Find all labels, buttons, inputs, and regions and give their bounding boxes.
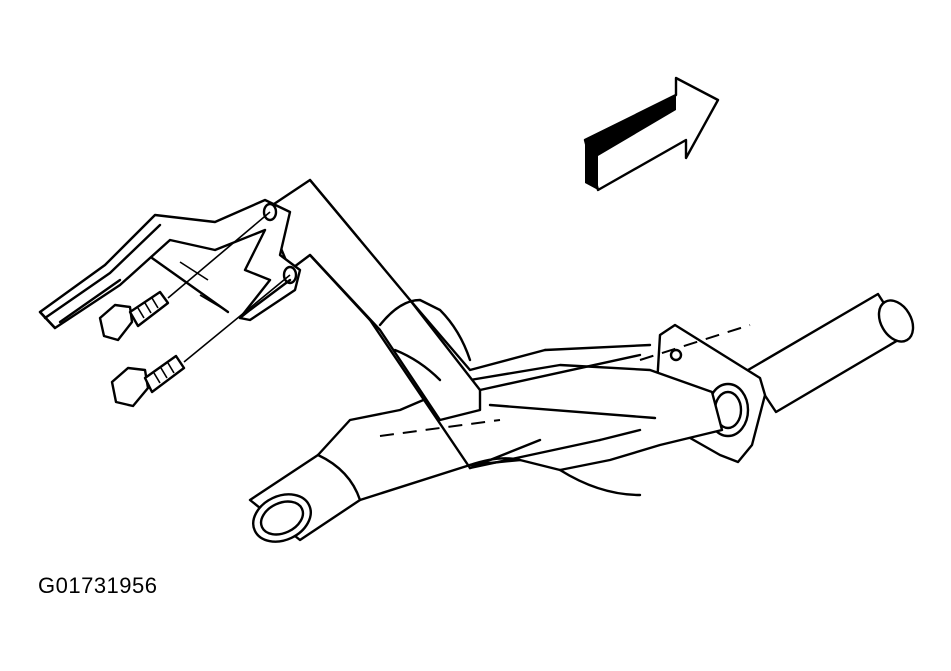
frame-bracket	[38, 198, 302, 330]
figure-code: G01731956	[38, 573, 158, 598]
hanger-bracket	[263, 178, 751, 470]
tail-pipe	[746, 292, 915, 414]
forward-arrow-icon	[583, 76, 720, 192]
bolt-upper	[98, 211, 271, 342]
exhaust-pipe	[248, 363, 724, 543]
bolt-lower	[110, 274, 291, 408]
